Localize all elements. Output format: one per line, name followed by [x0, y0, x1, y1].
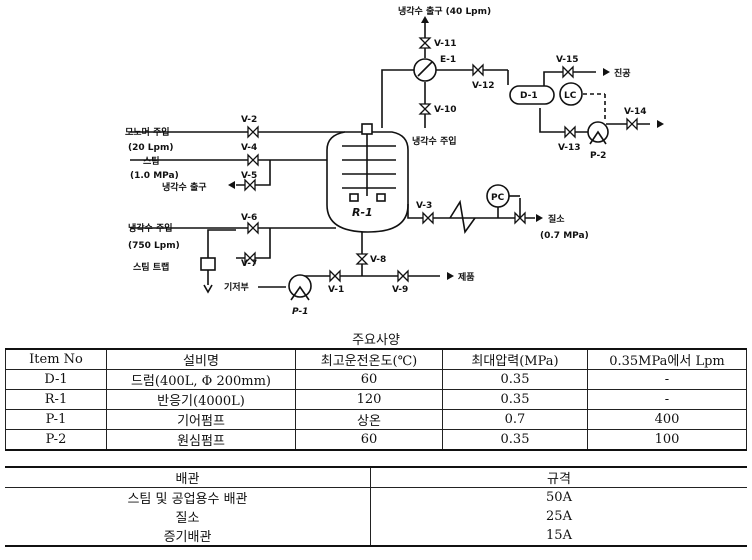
table-cell: 60 [295, 369, 443, 390]
v13-label: V-13 [558, 143, 581, 153]
steam-trap-label: 스팀 트랩 [133, 261, 169, 273]
v4-label: V-4 [241, 143, 257, 153]
table-cell: 0.7 [442, 409, 588, 430]
table-cell: 원심펌프 [106, 429, 296, 451]
table-cell: 반응기(4000L) [106, 389, 296, 410]
header-cell: 배관 [5, 466, 371, 488]
table-cell: 증기배관 [5, 526, 371, 547]
cooling-water-out-top-label: 냉각수 출구 (40 Lpm) [398, 5, 491, 17]
equipment-table-caption: 주요사양 [352, 333, 400, 348]
v3-label: V-3 [416, 201, 432, 211]
piping-spec-table: 배관 규격 스팀 및 공업용수 배관 50A 질소 25A 증기배관 15A [5, 466, 747, 547]
v11-label: V-11 [434, 39, 457, 49]
header-cell: 최고운전온도(℃) [295, 348, 443, 370]
table-cell: 스팀 및 공업용수 배관 [5, 487, 371, 507]
header-cell: 0.35MPa에서 Lpm [587, 348, 747, 370]
table-row: 질소 25A [5, 507, 747, 526]
table-cell: R-1 [5, 389, 107, 410]
table-cell: 25A [546, 509, 572, 524]
monomer-flow-label: (20 Lpm) [128, 143, 173, 153]
table-row: D-1 드럼(400L, Φ 200mm) 60 0.35 - [5, 369, 747, 390]
v9-label: V-9 [392, 285, 408, 295]
header-cell: Item No [5, 348, 107, 370]
v7-label: V-7 [241, 259, 257, 269]
steam-label: 스팀 [143, 155, 160, 167]
header-cell: 설비명 [106, 348, 296, 370]
table-cell: 기어펌프 [106, 409, 296, 430]
table-cell: 50A [546, 490, 572, 505]
v10-label: V-10 [434, 105, 457, 115]
lc-label: LC [564, 91, 577, 101]
table-cell: 0.35 [442, 429, 588, 451]
table-cell: 60 [295, 429, 443, 451]
e1-label: E-1 [440, 55, 456, 65]
table-row: R-1 반응기(4000L) 120 0.35 - [5, 389, 747, 410]
table-cell: P-1 [5, 409, 107, 430]
cooling-water-in-left-label: 냉각수 주입 [128, 222, 173, 234]
table-row: P-2 원심펌프 60 0.35 100 [5, 429, 747, 451]
table-cell: P-2 [5, 429, 107, 451]
table-row: 증기배관 15A [5, 526, 747, 547]
steam-pressure-label: (1.0 MPa) [130, 171, 179, 181]
nitrogen-label: 질소 [548, 213, 565, 225]
table-cell: 상온 [295, 409, 443, 430]
d1-label: D-1 [520, 91, 538, 101]
table-cell: 0.35 [442, 389, 588, 410]
v12-label: V-12 [472, 81, 495, 91]
v5-label: V-5 [241, 171, 257, 181]
table-cell: 120 [295, 389, 443, 410]
table-cell: 400 [587, 409, 747, 430]
table-row: 스팀 및 공업용수 배관 50A [5, 487, 747, 507]
cooling-water-in-top-label: 냉각수 주입 [412, 135, 457, 147]
header-cell: 규격 [370, 466, 747, 488]
pc-label: PC [491, 193, 505, 203]
base-label: 기저부 [224, 281, 249, 293]
cooling-water-flow-label: (750 Lpm) [128, 241, 180, 251]
monomer-in-label: 모노머 주입 [125, 126, 170, 138]
table-cell: 100 [587, 429, 747, 451]
v15-label: V-15 [556, 55, 579, 65]
vacuum-label: 진공 [614, 67, 631, 79]
v1-label: V-1 [328, 285, 344, 295]
table-cell: 0.35 [442, 369, 588, 390]
table-cell: 15A [370, 526, 747, 547]
product-label: 제품 [458, 271, 475, 283]
process-flow-diagram: 냉각수 출구 (40 Lpm) V-11 E-1 V-12 V-15 진공 D-… [125, 5, 664, 317]
v14-label: V-14 [624, 107, 647, 117]
table-cell: D-1 [5, 369, 107, 390]
nitrogen-pressure-label: (0.7 MPa) [540, 231, 589, 241]
table-cell: 드럼(400L, Φ 200mm) [106, 369, 296, 390]
p2-label: P-2 [590, 151, 606, 161]
table-cell: - [587, 389, 747, 410]
v6-label: V-6 [241, 213, 257, 223]
r1-label: R-1 [352, 206, 373, 219]
header-cell: 최대압력(MPa) [442, 348, 588, 370]
v2-label: V-2 [241, 115, 257, 125]
v8-label: V-8 [370, 255, 386, 265]
table-header-row: 배관 규격 [5, 466, 747, 488]
table-cell: - [587, 369, 747, 390]
p1-label: P-1 [292, 307, 308, 317]
table-row: P-1 기어펌프 상온 0.7 400 [5, 409, 747, 430]
cooling-water-out-left-label: 냉각수 출구 [162, 181, 207, 193]
table-cell: 질소 [5, 507, 371, 526]
equipment-spec-table: Item No 설비명 최고운전온도(℃) 최대압력(MPa) 0.35MPa에… [5, 348, 747, 451]
table-header-row: Item No 설비명 최고운전온도(℃) 최대압력(MPa) 0.35MPa에… [5, 348, 747, 370]
